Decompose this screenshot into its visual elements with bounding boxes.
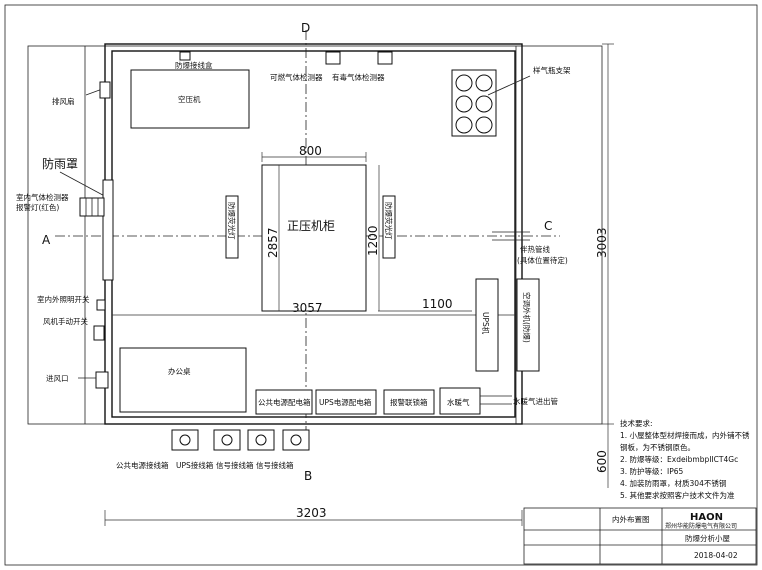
heat-line-label: 伴热管线 (520, 244, 550, 254)
water-heater (439, 387, 481, 415)
lamp-left-label: 防爆荧光灯 (227, 202, 237, 240)
desk (119, 347, 247, 413)
gland (179, 434, 191, 446)
aircon-box (130, 69, 250, 129)
marker-bottom: B (304, 469, 312, 483)
marker-right: C (544, 219, 552, 233)
light-switch-device (96, 299, 106, 311)
dim-1100: 1100 (422, 297, 453, 311)
fan-switch-label: 风机手动开关 (43, 316, 88, 326)
explosion-box-label: 防爆接线盒 (175, 60, 213, 70)
dim-cabinet-width: 800 (299, 144, 322, 158)
note-line: 钢板，为不锈钢原色。 (620, 442, 695, 452)
gland (221, 434, 233, 446)
dim-cabinet-height-right: 1200 (366, 225, 380, 256)
gland (255, 434, 267, 446)
rain-cover-label: 防雨罩 (42, 156, 78, 171)
gas-bottle (475, 74, 493, 92)
ups-unit-label: UPS机 (481, 312, 491, 335)
light-switch-label: 室内外照明开关 (37, 294, 90, 304)
gas-bottle (475, 95, 493, 113)
product-name: 防爆分析小屋 (685, 533, 730, 543)
dim-total-width: 3203 (296, 506, 327, 520)
lamp-right (382, 195, 396, 259)
outdoor-unit (516, 278, 540, 372)
bottle-rack-label: 样气瓶支架 (533, 65, 571, 75)
public-box-label: 公共电源配电箱 (258, 397, 311, 407)
fan-switch-device (93, 325, 105, 341)
gas-bottle (455, 74, 473, 92)
aircon-label: 空压机 (178, 94, 201, 104)
fan-device (99, 81, 111, 99)
gas-bottle (455, 95, 473, 113)
cabinet-label: 正压机柜 (287, 219, 335, 233)
notes-title: 技术要求: (620, 418, 653, 428)
company-logo: HAON (690, 512, 723, 523)
marker-top: D (301, 21, 310, 35)
indoor-detector-label: 室内气体检测器 (16, 192, 69, 202)
air-inlet-device (95, 371, 109, 389)
explosion-box-device (179, 51, 191, 61)
desk-label: 办公桌 (168, 366, 191, 376)
note-line: 4. 加装防雨罩，材质304不锈钢 (620, 478, 726, 488)
combustible-detector-label: 可燃气体检测器 (270, 72, 323, 82)
title-block (523, 507, 757, 565)
lamp-right-label: 防爆荧光灯 (384, 202, 394, 240)
signal-terminal-2-label: 信号接线箱 (256, 460, 294, 470)
water-pipe-label: 水暖气进出管 (513, 396, 558, 406)
alarm-lamp-label: 报警灯(红色) (16, 202, 59, 212)
note-line: 5. 其他要求按照客户技术文件为准 (620, 490, 735, 500)
fan-label: 排风扇 (52, 96, 75, 106)
drawing-date: 2018-04-02 (694, 551, 738, 560)
air-inlet-label: 进风口 (46, 374, 69, 383)
ups-box-label: UPS电源配电箱 (319, 397, 372, 407)
drawing-name: 内外布置图 (612, 514, 650, 524)
ups-terminal-label: UPS接线箱 (176, 460, 214, 470)
signal-terminal-1-label: 信号接线箱 (216, 460, 254, 470)
public-terminal-label: 公共电源接线箱 (116, 460, 169, 470)
drawing-frame (4, 4, 758, 566)
toxic-detector-label: 有毒气体检测器 (332, 72, 385, 82)
ups-unit (475, 278, 499, 372)
gas-bottle (475, 116, 493, 134)
water-heater-label: 水暖气 (447, 397, 470, 407)
alarm-box (383, 389, 435, 415)
note-line: 3. 防护等级：IP65 (620, 466, 684, 476)
lamp-left (225, 195, 239, 259)
dim-cabinet-height-left: 2857 (266, 227, 280, 258)
public-box (255, 389, 313, 415)
alarm-box-label: 报警联锁箱 (390, 397, 428, 407)
dim-inner-width: 3057 (292, 301, 323, 315)
dim-bottom-600: 600 (595, 450, 609, 473)
rain-cover-device (102, 179, 114, 281)
marker-left: A (42, 233, 51, 247)
gas-bottle (455, 116, 473, 134)
gland (290, 434, 302, 446)
outdoor-unit-label: 空调外机(防爆) (522, 292, 532, 343)
dim-total-height: 3003 (595, 227, 609, 258)
note-line: 1. 小屋整体型材焊接而成，内外铺不锈 (620, 430, 750, 440)
toxic-detector-device (377, 51, 393, 65)
leader-line (487, 75, 531, 96)
company-name: 郑州华能防爆电气有限公司 (665, 522, 737, 530)
ups-box (315, 389, 377, 415)
heat-line-note: (具体位置待定) (517, 255, 568, 265)
combustible-detector-device (325, 51, 341, 65)
note-line: 2. 防爆等级：ExdeibmbpIICT4Gc (620, 454, 738, 464)
